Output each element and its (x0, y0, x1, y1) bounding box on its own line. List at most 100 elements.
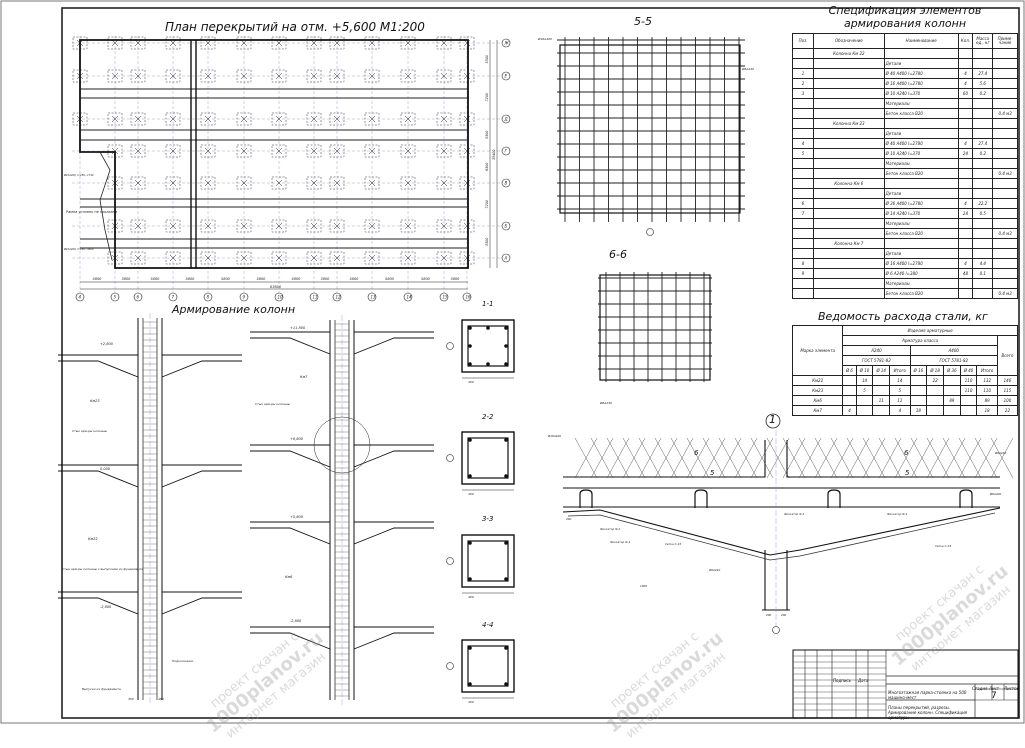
line (440, 115, 448, 123)
axis-bubble-right (501, 38, 511, 48)
table-cell: 0.4 м3 (992, 108, 1018, 119)
column-capital (400, 251, 416, 265)
table-cell (992, 138, 1018, 149)
level-mark: 0,000 (100, 467, 111, 471)
inclined-rebar (654, 437, 678, 479)
table-row: Детали (791, 128, 1018, 139)
table-cell (813, 278, 885, 289)
level-mark: +2,800 (100, 342, 114, 346)
table-cell (855, 395, 874, 406)
row-dimension: 6300 (485, 163, 489, 171)
element-mark: Км22 (88, 537, 98, 541)
span-dimension: 5800 (421, 277, 431, 281)
span-dimension: 3800 (451, 277, 461, 281)
table-cell: 22 (926, 375, 945, 386)
table-cell: 4 (842, 405, 857, 416)
plan-title: План перекрытий на отм. +5,600 М1:200 (165, 20, 425, 34)
table-cell (943, 375, 961, 386)
inclined-rebar (894, 437, 918, 479)
line (440, 254, 448, 262)
table-cell: 4 (889, 405, 911, 416)
inclined-rebar (606, 437, 630, 479)
line (463, 39, 471, 47)
table-cell: Ø 16 A400 l=2780 (883, 78, 959, 89)
fixator (959, 489, 973, 508)
table-cell (813, 268, 885, 279)
table-cell: 24 (957, 208, 974, 219)
line (169, 179, 177, 187)
stirrup (467, 540, 509, 582)
table-cell: 4 (957, 78, 974, 89)
axis-bubble-bottom-label: 16 (466, 295, 472, 300)
line (134, 179, 142, 187)
rebar-dot (504, 438, 508, 442)
line (204, 115, 212, 123)
level-mark: +5,800 (290, 515, 304, 519)
table-cell: 7 (791, 208, 815, 219)
line (111, 39, 119, 47)
title-block: Подпись Дата Многоэтажная парка-стоянка … (793, 650, 1019, 720)
table-cell (992, 258, 1018, 269)
outer-frame (0, 0, 1025, 724)
line (463, 72, 471, 80)
inclined-rebar (638, 437, 662, 479)
rebar-dot (504, 577, 508, 581)
rebar-dot (468, 326, 472, 330)
table-cell (813, 248, 885, 259)
sheets-label: Листов (1004, 686, 1019, 691)
column-capital (364, 36, 380, 50)
column-capital (400, 144, 416, 158)
table-cell: Ø 40 A400 l=2780 (883, 138, 959, 149)
line (404, 72, 412, 80)
column-capital (107, 112, 123, 126)
table-cell (909, 395, 928, 406)
table-cell: Материалы (883, 158, 959, 169)
dimension-text: 1000 (640, 584, 647, 588)
rebar-dot (486, 326, 490, 330)
table-row: Колонна Км 22 (791, 48, 1018, 59)
table-cell: Всего (996, 335, 1019, 376)
axis-bubble-bottom-label: 8 (207, 295, 210, 300)
line (440, 72, 448, 80)
column-capital (329, 251, 345, 265)
axis-bubble-right-label: Б (505, 224, 508, 229)
column-capital (400, 176, 416, 190)
table-cell: Ø 36 A400 l=2780 (883, 198, 959, 209)
axis-bubble-right-label: Е (505, 74, 508, 79)
fixator (827, 489, 841, 508)
note: Стык арм-ры колонны (72, 429, 108, 433)
table-cell (992, 58, 1018, 69)
ramp-outline (80, 151, 113, 261)
axis-bubble (446, 454, 454, 462)
line (440, 222, 448, 230)
line (275, 222, 283, 230)
column-capital (130, 144, 146, 158)
axis-bubble-bottom (203, 292, 213, 302)
column-capital (271, 176, 287, 190)
table-cell (992, 98, 1018, 109)
element-mark: Км23 (90, 399, 100, 403)
inclined-rebar (782, 437, 806, 479)
table-cell (791, 98, 815, 109)
line (310, 72, 318, 80)
table-cell (972, 178, 994, 189)
table-cell (972, 228, 994, 239)
table-cell (943, 385, 961, 396)
column-capital (306, 112, 322, 126)
table-cell: Бетон класса В20 (883, 228, 959, 239)
rebar-dot (504, 646, 508, 650)
table-cell: 3 (791, 88, 815, 99)
column-capital (130, 112, 146, 126)
line (333, 254, 341, 262)
line (404, 147, 412, 155)
table-cell: 4 (957, 68, 974, 79)
table-cell: Ø 16 A400 l=2780 (883, 258, 959, 269)
rebar-callout: Ø6A240 (599, 400, 612, 405)
